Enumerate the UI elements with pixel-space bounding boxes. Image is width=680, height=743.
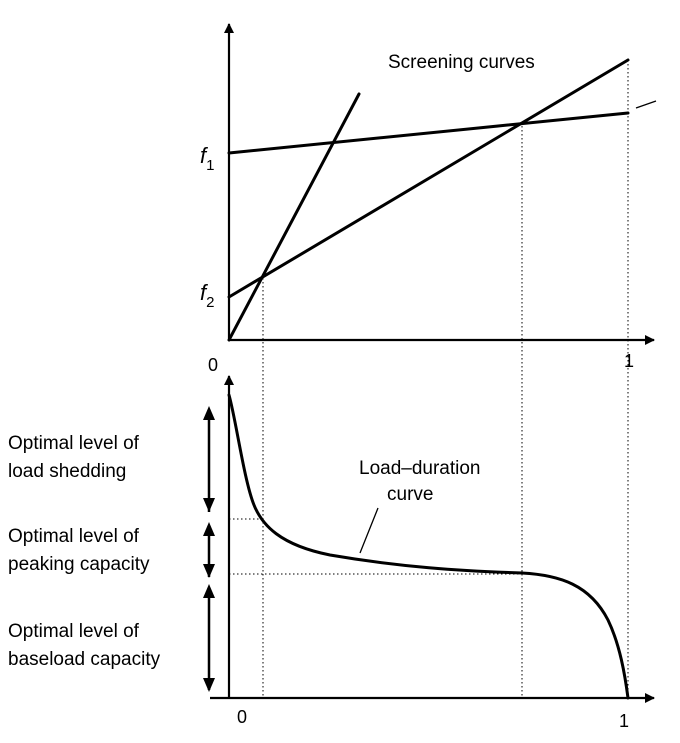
screening-line-peaking xyxy=(227,92,361,342)
bottom-x-tick-1: 1 xyxy=(619,711,629,731)
top-chart: f1 f2 0 1 Screening curves xyxy=(200,23,657,698)
load-duration-curve xyxy=(227,393,630,700)
f2-label: f2 xyxy=(200,280,214,311)
load-shedding-label-line2: load shedding xyxy=(8,461,126,482)
load-shedding-arrow-head-bottom xyxy=(203,498,215,512)
peaking-capacity-arrow-head-bottom xyxy=(203,564,215,578)
top-x-tick-1: 1 xyxy=(624,351,634,371)
baseload-capacity-arrow-head-bottom xyxy=(203,678,215,692)
annotations: Optimal level of load shedding Optimal l… xyxy=(8,406,215,692)
screening-line-mid xyxy=(227,58,630,299)
screening-curves-label: Screening curves xyxy=(388,52,535,73)
load-shedding-arrow-head-top xyxy=(203,406,215,420)
top-x-tick-0: 0 xyxy=(208,355,218,375)
baseload-capacity-label-line1: Optimal level of xyxy=(8,621,140,642)
bottom-x-tick-0: 0 xyxy=(237,707,247,727)
peaking-capacity-label-line2: peaking capacity xyxy=(8,554,150,575)
screening-line-base-extension xyxy=(635,100,657,109)
load-duration-label-line1: Load–duration xyxy=(359,458,481,479)
curve-pointer-line xyxy=(359,507,379,554)
peaking-capacity-arrow-head-top xyxy=(203,522,215,536)
bottom-chart: Load–duration curve 0 1 xyxy=(210,375,655,731)
peaking-capacity-label-line1: Optimal level of xyxy=(8,526,140,547)
load-duration-label-line2: curve xyxy=(387,484,433,505)
baseload-capacity-label-line2: baseload capacity xyxy=(8,649,161,670)
f1-label: f1 xyxy=(200,143,214,174)
baseload-capacity-arrow-head-top xyxy=(203,584,215,598)
load-shedding-label-line1: Optimal level of xyxy=(8,433,140,454)
screening-line-base xyxy=(227,111,630,155)
